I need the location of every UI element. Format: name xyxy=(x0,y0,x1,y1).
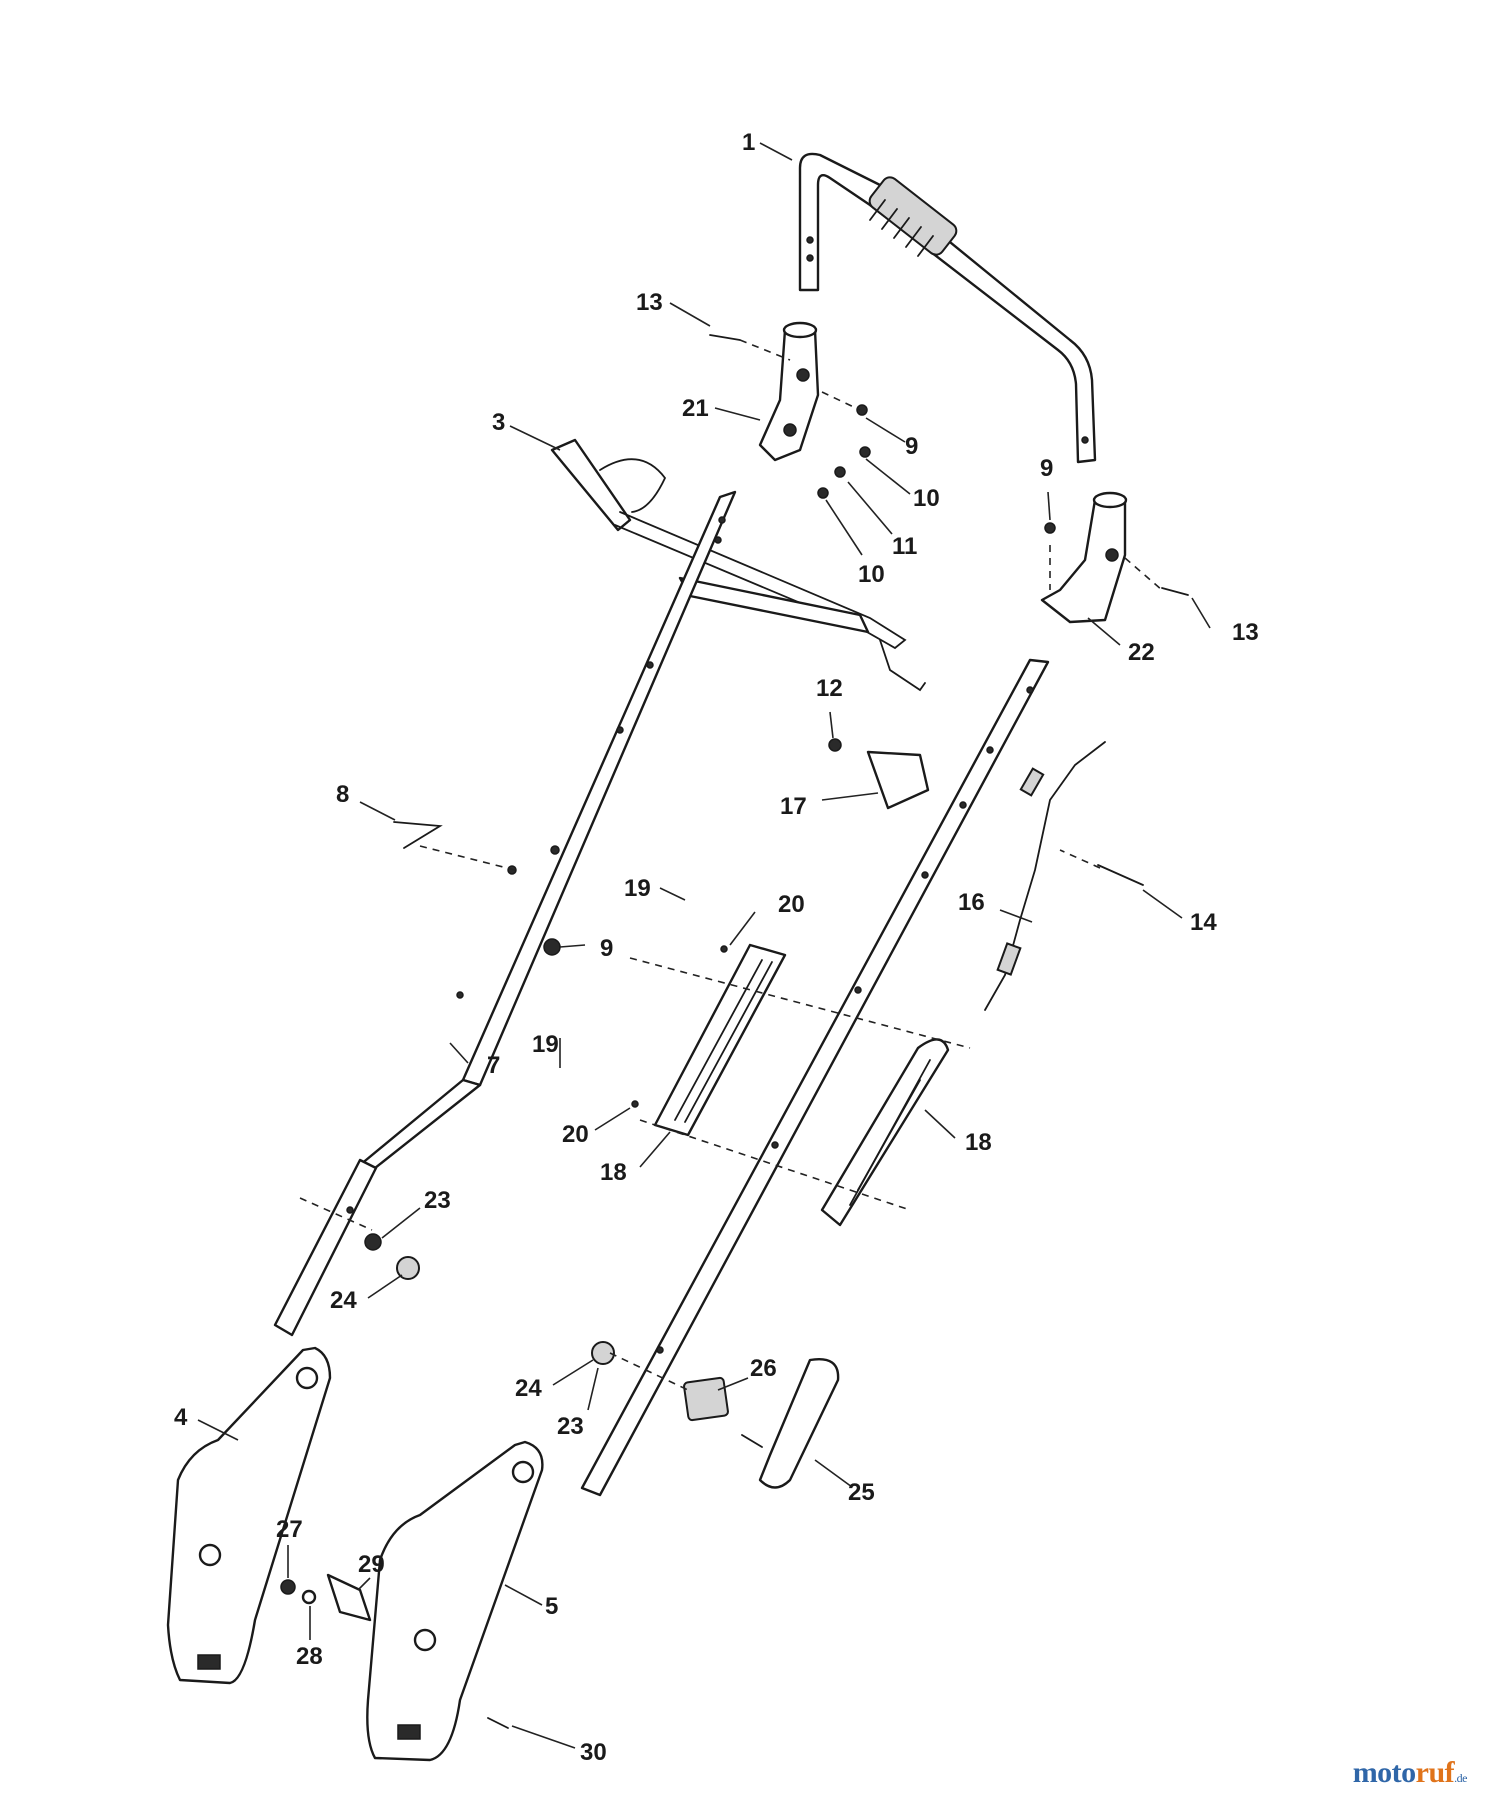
callout-10: 10 xyxy=(858,561,885,588)
callout-13: 13 xyxy=(1232,619,1259,646)
callout-7: 7 xyxy=(487,1052,500,1079)
callout-19: 19 xyxy=(532,1031,559,1058)
callout-23: 23 xyxy=(424,1187,451,1214)
mounting-bracket-left xyxy=(166,1346,332,1685)
operating-lever xyxy=(550,438,926,692)
callout-24: 24 xyxy=(330,1287,357,1314)
callout-9: 9 xyxy=(600,935,613,962)
callout-27: 27 xyxy=(276,1516,303,1543)
callout-labels: 1 13 21 3 9 10 11 10 9 13 22 12 17 8 9 1… xyxy=(174,129,1259,1766)
cable-tie-cover-left xyxy=(653,943,787,1137)
callout-18: 18 xyxy=(600,1159,627,1186)
callout-9: 9 xyxy=(905,433,918,460)
callout-17: 17 xyxy=(780,793,807,820)
callout-16: 16 xyxy=(958,889,985,916)
callout-4: 4 xyxy=(174,1404,188,1431)
callout-18: 18 xyxy=(965,1129,992,1156)
callout-12: 12 xyxy=(816,675,843,702)
callout-13: 13 xyxy=(636,289,663,316)
callout-20: 20 xyxy=(778,891,805,918)
alignment-lines xyxy=(299,339,1163,1391)
callout-30: 30 xyxy=(580,1739,607,1766)
callout-10: 10 xyxy=(913,485,940,512)
watermark-text-b: ruf xyxy=(1415,1756,1455,1789)
watermark-suffix: .de xyxy=(1454,1771,1467,1785)
callout-5: 5 xyxy=(545,1593,558,1620)
callout-26: 26 xyxy=(750,1355,777,1382)
upper-handle-bar xyxy=(798,152,1097,464)
leader-lines xyxy=(197,142,1211,1749)
callout-9: 9 xyxy=(1040,455,1053,482)
lower-handle-tube-left xyxy=(273,490,737,1337)
callout-20: 20 xyxy=(562,1121,589,1148)
lower-handle-tube-right xyxy=(580,658,1050,1497)
watermark-text-a: moto xyxy=(1352,1756,1416,1789)
callout-14: 14 xyxy=(1190,909,1217,936)
callout-8: 8 xyxy=(336,781,349,808)
mounting-bracket-right xyxy=(366,1440,544,1762)
callout-28: 28 xyxy=(296,1643,323,1670)
callout-22: 22 xyxy=(1128,639,1155,666)
callout-24: 24 xyxy=(515,1375,542,1402)
height-adjust-knob xyxy=(683,1358,840,1489)
clamp-left xyxy=(758,321,820,462)
callout-1: 1 xyxy=(742,129,755,156)
callout-23: 23 xyxy=(557,1413,584,1440)
watermark-logo: motoruf.de xyxy=(1352,1756,1468,1790)
callout-11: 11 xyxy=(892,533,917,560)
fasteners xyxy=(280,334,1189,1729)
cable-tie-cover-right xyxy=(820,1038,950,1227)
callout-29: 29 xyxy=(358,1551,385,1578)
callout-19: 19 xyxy=(624,875,651,902)
cable xyxy=(984,741,1106,1011)
callout-3: 3 xyxy=(492,409,505,436)
callout-21: 21 xyxy=(682,395,709,422)
cable-guide-block xyxy=(866,750,930,810)
callout-25: 25 xyxy=(848,1479,875,1506)
clamp-right xyxy=(1040,491,1128,624)
